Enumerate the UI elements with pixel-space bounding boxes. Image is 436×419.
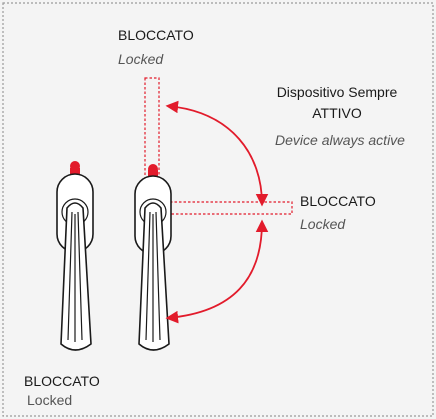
handle-lever-detail: [145, 211, 161, 342]
rotation-arrow-icon-upper: [165, 100, 269, 207]
label-active-sub: Device always active: [275, 132, 405, 148]
label-bottom-sub: Locked: [27, 392, 72, 408]
window-handle-icon: [56, 161, 94, 351]
label-right-sub: Locked: [300, 216, 346, 232]
handle-lever-detail: [67, 211, 83, 342]
label-active-line1: Dispositivo Sempre: [277, 84, 398, 100]
ghost-lever-right: [151, 201, 293, 215]
rotation-arrow-icon-lower: [165, 219, 269, 324]
label-active-line2: ATTIVO: [312, 105, 362, 121]
label-top-sub: Locked: [118, 51, 164, 67]
lock-button-base: [148, 170, 158, 176]
label-bottom-main: BLOCCATO: [24, 373, 100, 389]
lock-button-base: [70, 168, 80, 174]
label-right-main: BLOCCATO: [300, 193, 376, 209]
label-top-main: BLOCCATO: [118, 27, 194, 43]
window-handle-icon-active: [134, 164, 172, 351]
